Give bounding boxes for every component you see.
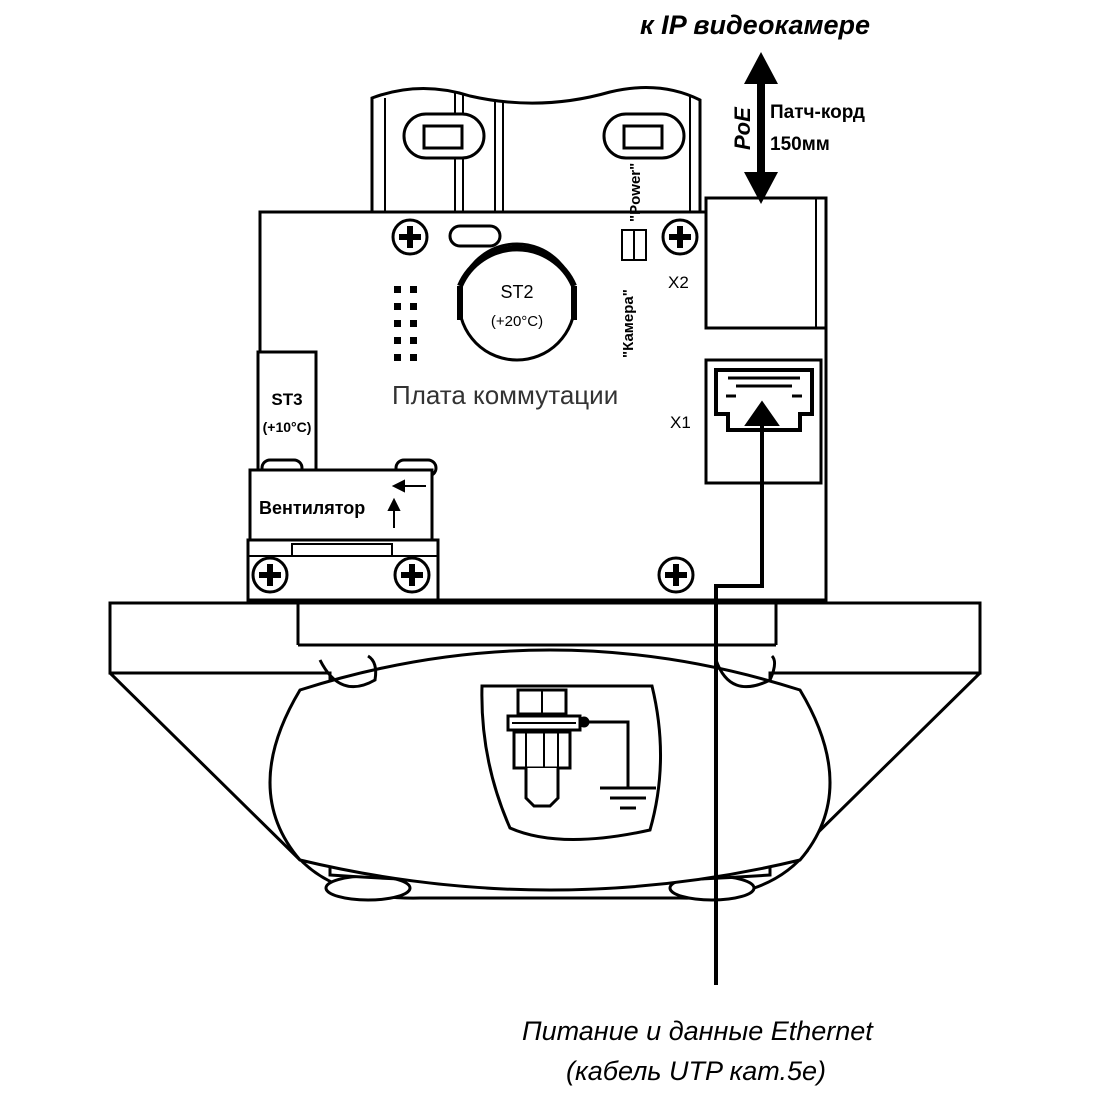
patch-cord-label-1: Патч-корд <box>770 102 865 123</box>
led-power-label: "Power" <box>627 163 644 222</box>
x2-connector: X2 <box>668 196 828 330</box>
to-camera-label: к IP видеокамере <box>640 10 870 40</box>
x1-label: X1 <box>670 413 691 432</box>
st3-name: ST3 <box>271 390 302 409</box>
st3-temp: (+10°C) <box>263 419 312 435</box>
poe-label: PoE <box>730 106 755 150</box>
cable-label-1: Питание и данные Ethernet <box>522 1016 874 1046</box>
screw-icon <box>657 556 695 594</box>
board-title: Плата коммутации <box>392 380 618 410</box>
screw-icon <box>251 556 289 594</box>
led-camera-label: "Камера" <box>620 289 637 358</box>
ground-icon <box>600 786 656 810</box>
patch-cord-label-2: 150мм <box>770 134 830 155</box>
screw-icon <box>391 218 429 256</box>
rj45-port-icon <box>714 368 814 432</box>
thermostat-st2: ST2 (+20°C) <box>457 242 577 362</box>
screw-icon <box>661 218 699 256</box>
st2-name: ST2 <box>500 282 533 302</box>
ground-bolt <box>506 688 656 810</box>
thermostat-st3: ST3 (+10°C) <box>256 350 318 472</box>
din-bracket <box>370 86 702 212</box>
led-icon <box>621 229 647 261</box>
cable-label-2: (кабель UTP кат.5е) <box>566 1056 826 1086</box>
arrow-icon <box>387 479 426 528</box>
st2-temp: (+20°C) <box>491 313 543 330</box>
x2-label: X2 <box>668 273 689 292</box>
patch-cord-arrow <box>744 52 778 204</box>
utp-cable <box>714 400 780 985</box>
pin-header <box>394 286 417 361</box>
fan-label: Вентилятор <box>259 498 365 518</box>
screw-icon <box>393 556 431 594</box>
